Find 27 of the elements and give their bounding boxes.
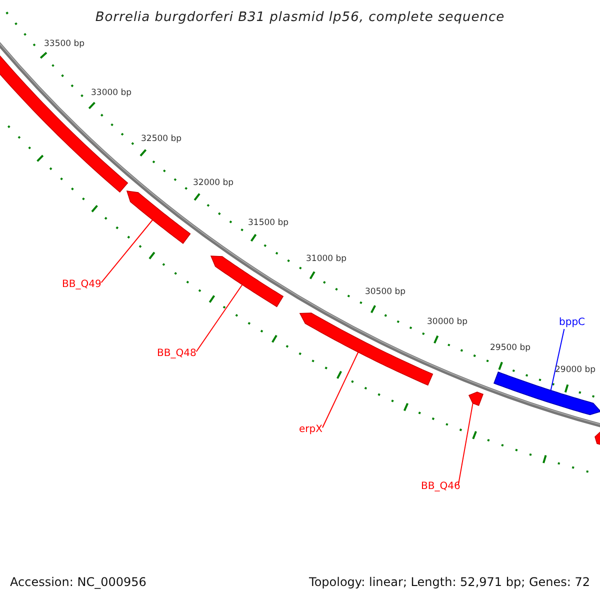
gene-feature [210,256,283,306]
tick-label: 29000 bp [555,365,596,376]
title: Borrelia burgdorferi B31 plasmid lp56, complete sequence [95,10,505,25]
tick-label: 32000 bp [193,178,234,189]
gene-label: bppC [559,317,586,329]
gene-feature [469,392,484,406]
tick-label: 32500 bp [141,134,182,145]
leader-line [100,219,154,284]
leader-line [458,402,474,486]
gene-label: BB_Q46 [421,481,460,493]
gene-label: erpX [299,424,322,436]
tick-label: 31500 bp [248,218,289,229]
leader-line [550,328,565,392]
gene-label: BB_Q49 [62,279,102,291]
tick-label: 33000 bp [91,88,132,99]
leader-line [322,352,359,428]
accession-info: Accession: NC_000956 [10,575,146,590]
gene-feature [127,190,190,243]
tick-label: 31000 bp [306,254,347,265]
tick-label: 30000 bp [427,317,468,328]
leader-line [196,284,243,352]
tick-label: 29500 bp [490,343,531,354]
tick-label: 33500 bp [44,39,85,50]
gene-label: BB_Q48 [157,348,196,360]
tick-label: 30500 bp [365,287,406,298]
gene-feature [494,372,600,416]
sequence-info: Topology: linear; Length: 52,971 bp; Genes: 72 [309,575,590,590]
